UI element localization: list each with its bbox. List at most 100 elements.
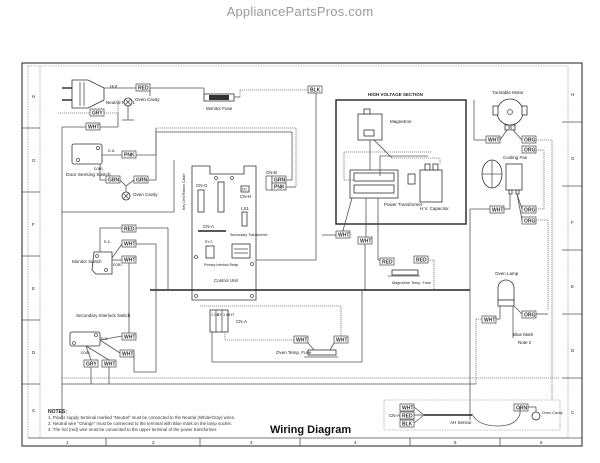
power-plug: Hot Neutral Note 1: [62, 79, 136, 109]
thermal-fuse-icon: [307, 349, 337, 356]
wire-tag-label: WHT: [488, 138, 499, 144]
wire-tag-org: [521, 216, 537, 225]
wire-tag-label: WHT: [336, 338, 347, 344]
control-unit-label: Control Unit: [214, 278, 239, 283]
wire-tag-red: [121, 224, 137, 233]
zone-label: 5: [454, 440, 457, 445]
turntable-motor-label: Turntable Motor: [492, 90, 524, 95]
control-unit: Control Unit CN-G Key Unit Ribbon Cable …: [182, 165, 268, 301]
hv-section-box: [335, 99, 467, 225]
power-transformer-label: Power Transformer: [384, 202, 423, 207]
wire-tag-label: WHT: [124, 242, 135, 248]
note-item: 2. Neutral wire "Orange" must be connect…: [48, 421, 232, 426]
zone-label: E: [32, 286, 35, 291]
watermark: AppliancePartsPros.com: [226, 4, 374, 19]
wire-tag-wht: [481, 315, 497, 324]
wire-tag-label: GRN: [274, 178, 286, 184]
plug-hot-label: Hot: [110, 84, 118, 89]
svg-text:n.c.: n.c.: [104, 239, 111, 244]
wire-tag-label: ORG: [524, 148, 536, 154]
magnetron-label: Magnetron: [390, 119, 412, 124]
wire-tag-label: WHT: [492, 208, 503, 214]
oven-lamp: Oven Lamp Blue Mark Note 2: [495, 271, 534, 345]
wire-tag-label: WHT: [124, 258, 135, 264]
turntable-motor: Turntable Motor: [492, 90, 528, 131]
wire-tag-label: WHT: [122, 352, 133, 358]
svg-text:n.o.: n.o.: [101, 336, 109, 341]
hv-diode-icon: [407, 173, 416, 185]
svg-text:n.o.: n.o.: [108, 148, 116, 153]
wire-tag-blk: [399, 419, 415, 428]
svg-text:CN-G: CN-G: [196, 183, 208, 188]
secondary-transformer-label: Secondary Transformer: [230, 233, 268, 237]
wire-tag-label: GRY: [86, 362, 97, 368]
outer-frame: [21, 62, 583, 447]
zone-label: 3: [250, 440, 253, 445]
zone-label: E: [571, 284, 574, 289]
plug-icon: [71, 79, 105, 109]
diagram-title: Wiring Diagram: [270, 424, 351, 436]
wire-tag-label: ORG: [524, 138, 536, 144]
wire-tag-label: WHT: [360, 239, 371, 245]
left-zone-labels: H G F E D C: [32, 94, 36, 413]
key-unit-ribbon-label: Key Unit Ribbon Cable: [182, 174, 186, 210]
wire-tag-red: [413, 255, 429, 264]
zone-label: D: [32, 350, 36, 355]
svg-text:CN-A: CN-A: [203, 224, 214, 229]
svg-text:com.: com.: [113, 262, 123, 267]
wire-tag-org: [521, 135, 537, 144]
wire-tag-wht: [489, 205, 505, 214]
wire-tag-grn: [133, 175, 149, 184]
wire-tag-org: [521, 205, 537, 214]
zone-label: F: [32, 222, 35, 227]
wire-tag-label: BLK: [310, 88, 321, 94]
lamp-bulb-icon: [497, 279, 515, 301]
ah-sensor-section: CN-A WHT RED BLK AH Sensor ORN Oven Cavi…: [383, 399, 563, 431]
wire-tag-label: ORN: [516, 406, 528, 412]
oven-lamp-label: Oven Lamp: [495, 271, 519, 276]
wire-tag-label: WHT: [124, 335, 135, 341]
note2-label: Note 2: [518, 340, 532, 345]
wire-tag-label: RED: [382, 260, 393, 266]
svg-text:1 GRY: 1 GRY: [211, 313, 222, 317]
monitor-fuse: Monitor Fuse: [203, 88, 240, 111]
secondary-interlock-switch: Secondary Interlock Switch n.o. com.: [69, 313, 131, 355]
secondary-transformer: [231, 243, 251, 259]
wire-tag-wht: [121, 332, 137, 341]
wire-tag-label: GRN: [136, 178, 148, 184]
zone-label: H: [32, 94, 35, 99]
oven-cavity-lamp-icon: [531, 411, 541, 421]
wire-tag-label: RED: [138, 86, 149, 92]
high-voltage-section: HIGH VOLTAGE SECTION Magnetron Power Tra…: [335, 92, 467, 225]
wire-tag-label: WHT: [296, 338, 307, 344]
svg-text:CN-H: CN-H: [240, 194, 251, 199]
wire-tag-red: [379, 257, 395, 266]
wire-tag-label: RED: [124, 227, 135, 233]
monitor-switch-label: Monitor Switch: [72, 259, 102, 264]
wire-tag-pnk: [271, 182, 287, 191]
zone-label: 6: [540, 440, 543, 445]
secondary-interlock-switch-label: Secondary Interlock Switch: [76, 313, 131, 318]
cn-a-connector: 1 GRY 2 3 WHT CN-A: [209, 309, 247, 333]
oven-cavity-label-2: Oven Cavity: [133, 192, 158, 197]
wire-tag-label: ORG: [524, 313, 536, 319]
monitor-fuse-label: Monitor Fuse: [206, 106, 233, 111]
wire-tag-gry: [89, 108, 105, 117]
door-sensing-switch-label: Door Sensing Switch: [66, 172, 111, 178]
wire-tag-label: WHT: [338, 233, 349, 239]
ah-sensor-label: AH Sensor: [450, 420, 472, 425]
zone-label: D: [571, 348, 575, 353]
svg-text:CN-B: CN-B: [266, 170, 277, 175]
zone-label: C: [571, 410, 575, 415]
wire-tag-label: WHT: [484, 318, 495, 324]
wire-tag-wht: [85, 122, 101, 131]
svg-text:3 WHT: 3 WHT: [223, 313, 235, 317]
zone-label: C: [32, 408, 36, 413]
svg-text:CN-A: CN-A: [389, 413, 400, 418]
motor-icon: [496, 98, 524, 126]
cooling-fan: Cooling Fan: [481, 155, 528, 195]
wire-tag-wht: [293, 335, 309, 344]
zone-label: F: [571, 220, 574, 225]
svg-text:DC: DC: [242, 188, 248, 192]
wire-tag-grn: [105, 175, 121, 184]
